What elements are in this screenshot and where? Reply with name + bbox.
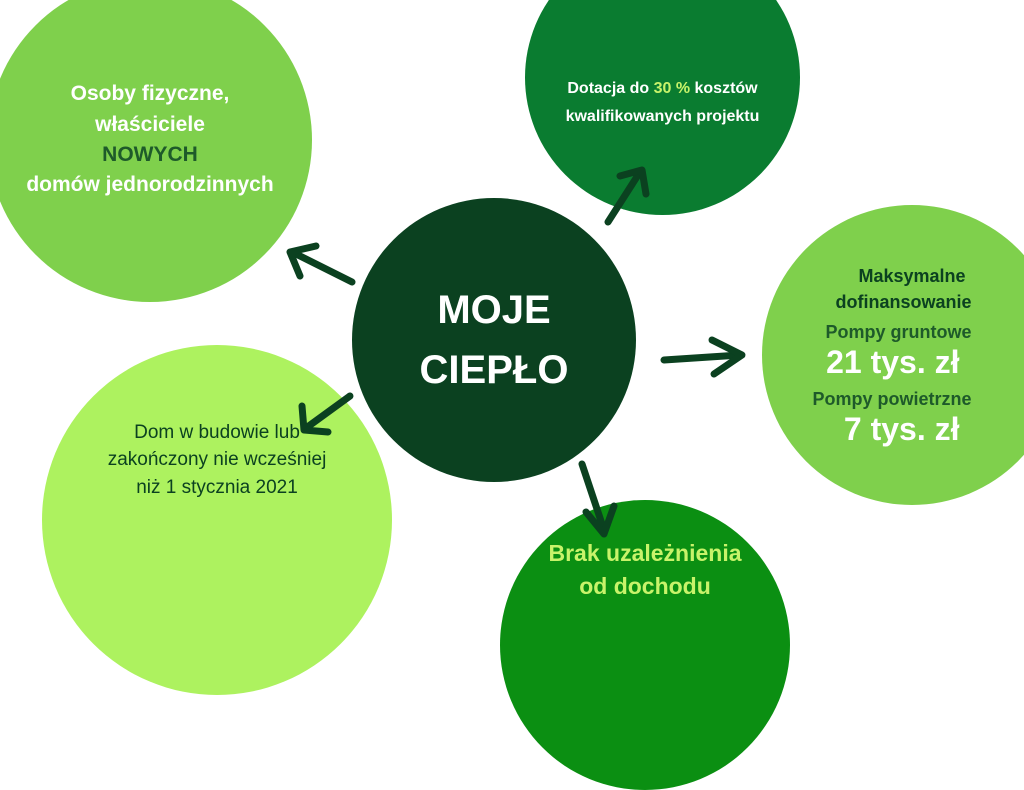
circle-subsidy: Dotacja do 30 % kosztów kwalifikowanych …	[525, 0, 800, 215]
arrow-to-eligibility-icon	[286, 242, 356, 286]
construction-line1: Dom w budowie lub	[134, 421, 300, 443]
arrow-to-funding-icon	[660, 336, 746, 378]
subsidy-prefix: Dotacja do	[567, 80, 654, 98]
arrow-to-construction-icon	[298, 392, 354, 436]
funding-heading1: Maksymalne	[858, 265, 966, 286]
funding-value-air: 7 tys. zł	[843, 411, 960, 448]
construction-line3: niż 1 stycznia 2021	[136, 476, 298, 498]
subsidy-line2: kwalifikowanych projektu	[565, 107, 760, 125]
subsidy-percent: 30 %	[653, 80, 691, 98]
income-line2: od dochodu	[579, 573, 711, 599]
title-line2: CIEPŁO	[419, 348, 569, 392]
circle-eligibility: Osoby fizyczne, właściciele NOWYCH domów…	[0, 0, 312, 302]
funding-label-ground: Pompy gruntowe	[825, 321, 972, 342]
eligibility-line4: domów jednorodzinnych	[26, 173, 274, 197]
subsidy-suffix: kosztów	[690, 80, 758, 98]
arrows	[286, 166, 746, 538]
eligibility-line1: Osoby fizyczne,	[70, 82, 230, 106]
eligibility-line3: NOWYCH	[102, 143, 198, 166]
arrow-to-subsidy-icon	[604, 166, 650, 226]
funding-label-air: Pompy powietrzne	[812, 389, 972, 410]
income-line1: Brak uzależnienia	[548, 539, 742, 566]
funding-value-ground: 21 tys. zł	[826, 343, 960, 380]
circle-construction-date: Dom w budowie lub zakończony nie wcześni…	[42, 345, 392, 695]
funding-heading2: dofinansowanie	[835, 291, 972, 312]
circle-max-funding: Maksymalne dofinansowanie Pompy gruntowe…	[762, 205, 1024, 505]
circle-center-title: MOJE CIEPŁO	[352, 198, 636, 482]
construction-line2: zakończony nie wcześniej	[107, 449, 327, 471]
title-line1: MOJE	[437, 288, 551, 332]
arrow-to-income-icon	[578, 460, 618, 538]
eligibility-line2: właściciele	[95, 112, 205, 136]
